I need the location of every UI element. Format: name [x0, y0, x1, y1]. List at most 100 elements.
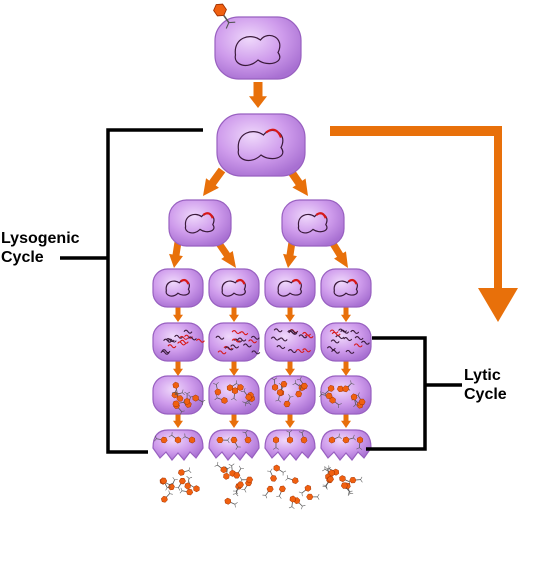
- phage-legs: [271, 377, 278, 380]
- dna-fragment: [215, 335, 225, 340]
- flow-arrow: [173, 306, 183, 322]
- dna-fragment: [230, 344, 240, 349]
- phage-head: [339, 475, 346, 483]
- phage-legs: [298, 491, 303, 497]
- phage-legs: [227, 437, 230, 444]
- phage-tail: [279, 469, 284, 473]
- phage-legs: [239, 465, 244, 470]
- dna-fragment: [276, 344, 286, 350]
- phage-tail: [223, 14, 230, 24]
- dna-fragment: [224, 346, 234, 351]
- phage-tail: [238, 468, 242, 473]
- phage-icon: [192, 394, 206, 405]
- phage-tail: [299, 379, 303, 384]
- phage-legs: [350, 380, 355, 385]
- flow-arrow: [229, 360, 239, 376]
- phage-tail: [278, 395, 280, 401]
- phage-head: [220, 466, 227, 474]
- phage-legs: [202, 399, 206, 405]
- phage-legs: [235, 446, 241, 450]
- phage-legs: [325, 467, 331, 470]
- cell-dna-replication: [208, 322, 261, 362]
- dna-fragment: [335, 334, 345, 340]
- phage-icon: [154, 435, 168, 444]
- phage-legs: [356, 447, 363, 450]
- flow-arrow: [173, 360, 183, 376]
- dna-fragment: [326, 346, 336, 351]
- phage-tail: [184, 470, 189, 473]
- dna-fragment: [248, 339, 258, 344]
- phage-head: [160, 436, 168, 444]
- phage-icon: [160, 477, 171, 491]
- phage-icon: [286, 430, 294, 444]
- phage-legs: [169, 482, 173, 489]
- dna-fragment: [179, 339, 189, 344]
- cell-dna-replication: [264, 322, 316, 362]
- phage-icon: [262, 485, 274, 499]
- phage-legs: [240, 388, 246, 392]
- dna-fragment: [295, 348, 305, 354]
- cell-division-gen2: [208, 268, 260, 308]
- phage-legs: [273, 447, 279, 450]
- phage-legs: [286, 430, 293, 433]
- phage-tail: [217, 397, 222, 400]
- dna-fragment: [302, 331, 312, 336]
- phage-head: [342, 436, 350, 444]
- phage-icon: [349, 476, 363, 484]
- phage-tail: [357, 395, 361, 400]
- phage-legs: [230, 398, 237, 401]
- cell-body: [152, 268, 204, 308]
- phage-icon: [213, 382, 222, 396]
- phage-tail: [354, 400, 357, 405]
- phage-head: [280, 380, 288, 388]
- prophage-segment: [291, 278, 302, 285]
- phage-legs: [172, 477, 178, 481]
- phage-icon: [354, 392, 366, 405]
- cell-body: [168, 199, 232, 247]
- phage-head: [283, 400, 291, 408]
- phage-head: [193, 485, 200, 493]
- cell-lysis: [262, 429, 320, 510]
- prophage-segment: [235, 278, 246, 285]
- phage-legs: [232, 493, 239, 497]
- flow-arrow: [229, 412, 239, 428]
- flow-arrow: [169, 241, 183, 269]
- lysogenic-cycle-label: Lysogenic Cycle: [1, 229, 80, 267]
- phage-icon: [239, 476, 254, 483]
- phage-tail: [187, 478, 190, 483]
- lysogenic-label-line2: Cycle: [1, 249, 44, 266]
- phage-tail: [298, 502, 303, 507]
- bracket-lines: [60, 128, 462, 454]
- phage-icon: [271, 377, 279, 391]
- phage-tail: [346, 487, 350, 492]
- phage-legs: [168, 432, 173, 437]
- phage-legs: [182, 433, 186, 439]
- phage-tail: [215, 384, 218, 389]
- cell-body: [152, 322, 204, 362]
- phage-tail: [166, 493, 170, 498]
- prophage-segment: [315, 212, 327, 219]
- bacterial-dna: [333, 279, 358, 297]
- flow-arrow: [229, 306, 239, 322]
- cell-body: [208, 375, 260, 415]
- dna-fragment: [298, 334, 308, 339]
- phage-legs: [338, 433, 342, 439]
- dna-fragment: [239, 331, 249, 336]
- phage-head: [186, 488, 194, 496]
- cell-prophage: [216, 113, 306, 177]
- cell-body: [208, 268, 260, 308]
- dna-fragment: [167, 344, 177, 349]
- dna-fragment: [174, 334, 184, 339]
- cell-division-gen1: [281, 199, 345, 247]
- phage-tail: [299, 386, 302, 392]
- phage-tail: [176, 388, 178, 393]
- phage-head: [342, 385, 350, 393]
- phage-head: [192, 394, 199, 402]
- flow-arrow: [285, 412, 295, 428]
- cell-lysis: [208, 429, 260, 508]
- lytic-label-line1: Lytic: [464, 367, 501, 384]
- cell-lysis: [152, 429, 204, 503]
- phage-tail: [235, 442, 238, 448]
- phage-icon: [171, 389, 184, 402]
